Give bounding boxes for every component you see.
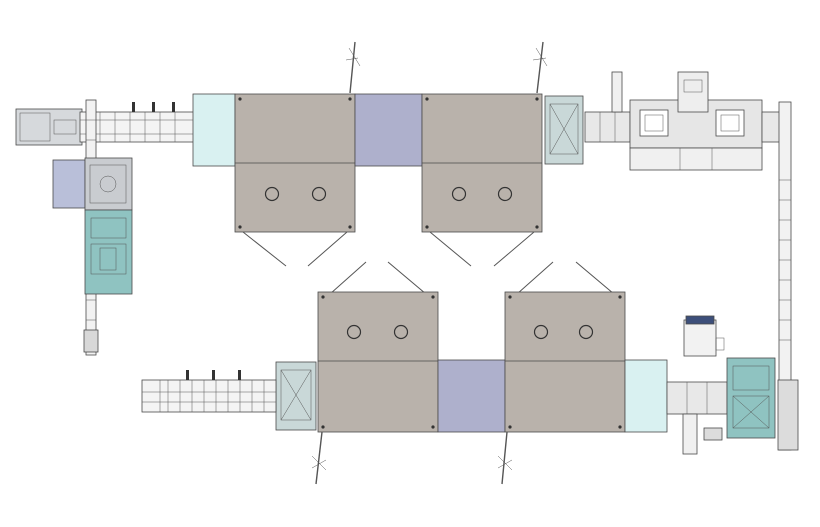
bottom-left-handler — [275, 361, 317, 431]
top-right-cabinet — [629, 71, 763, 171]
right-vertical-conveyor — [761, 101, 792, 451]
bottom-left-conveyor — [141, 370, 277, 413]
top-right-handler — [544, 95, 584, 165]
left-handler-teal — [84, 209, 133, 295]
top-left-loadlock — [192, 93, 236, 167]
top-chamber-b — [421, 93, 543, 233]
bottom-right-loadlock — [624, 359, 668, 433]
bottom-chamber-d — [504, 291, 626, 433]
bottom-right-conveyor — [666, 381, 728, 455]
bottom-chamber-c — [317, 291, 439, 433]
left-blue-panel — [52, 159, 86, 209]
bottom-hinge-arms — [311, 431, 513, 485]
top-left-conveyor — [79, 102, 196, 143]
left-handler-upper — [84, 157, 133, 211]
top-transfer-module — [354, 93, 423, 167]
control-box — [683, 315, 725, 357]
hinge-arm-icon — [345, 41, 548, 94]
top-right-conveyor — [584, 71, 631, 143]
viewport-icon — [264, 186, 280, 202]
bottom-transfer-module — [437, 359, 506, 433]
top-chamber-a — [234, 93, 356, 233]
top-left-loader-cabinet — [15, 108, 83, 146]
stand-arm-icon — [242, 231, 615, 295]
bottom-right-handler-teal — [726, 357, 776, 439]
right-vertical-base — [777, 379, 799, 451]
